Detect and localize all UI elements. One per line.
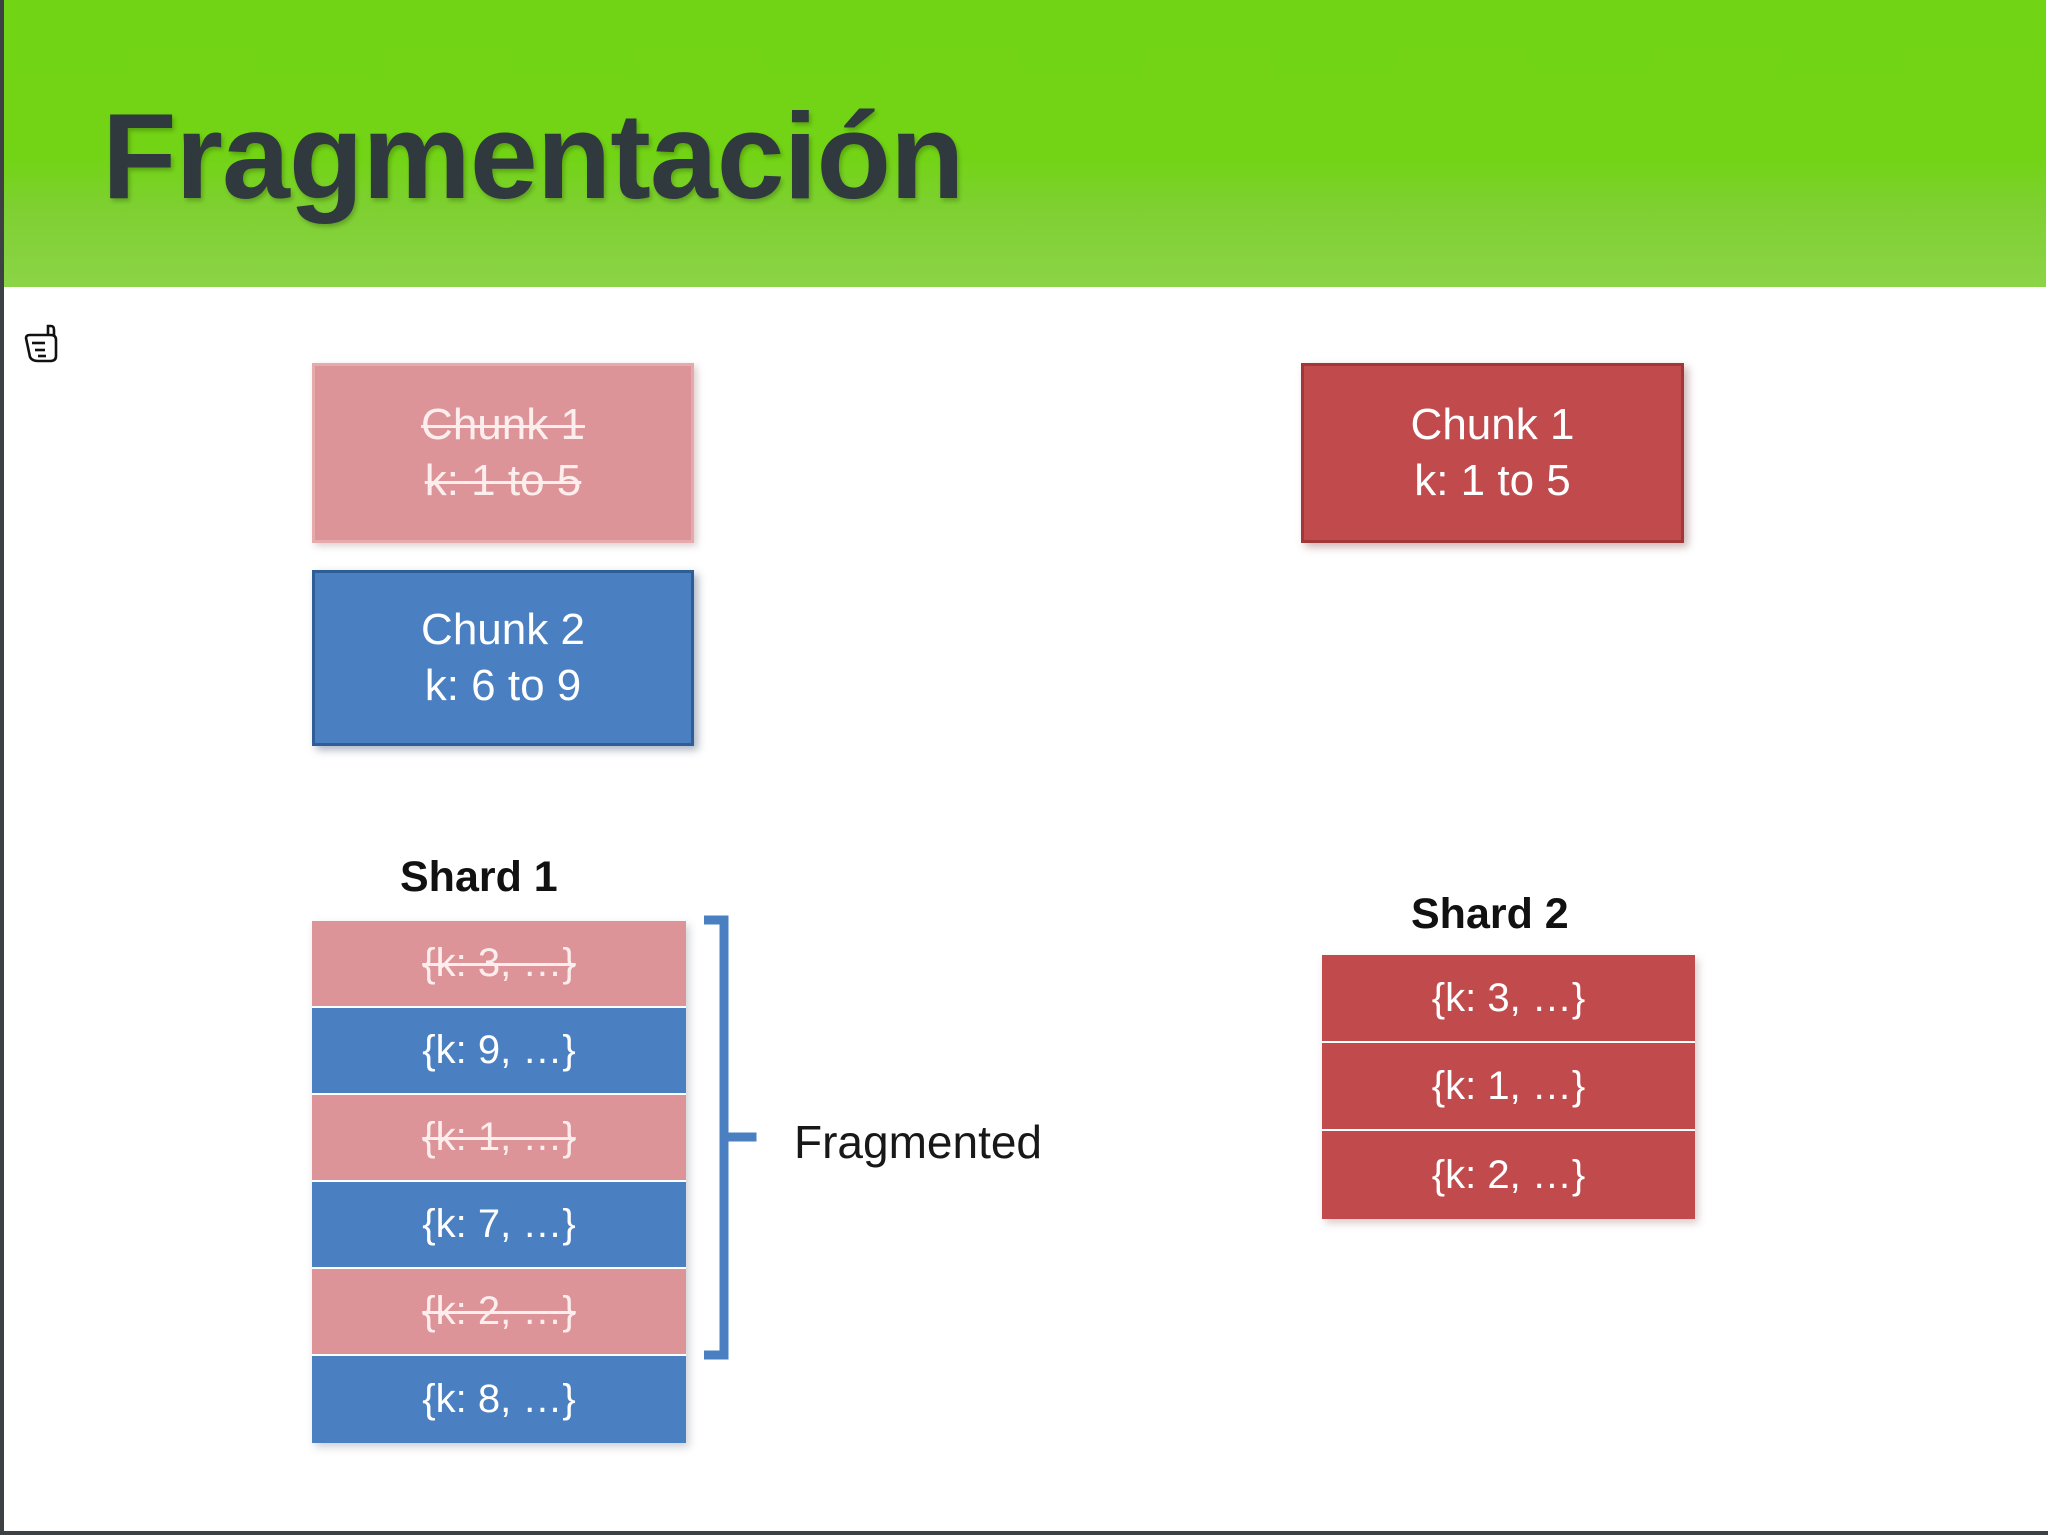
chunk-name: Chunk 2 bbox=[421, 604, 585, 654]
shard-1-title: Shard 1 bbox=[400, 853, 558, 901]
shard-document-row[interactable]: {k: 7, …} bbox=[312, 1182, 686, 1269]
chunk-card-chunk-2-left[interactable]: Chunk 2 k: 6 to 9 bbox=[312, 570, 694, 746]
chunk-card-chunk-1-left[interactable]: Chunk 1 k: 1 to 5 bbox=[312, 363, 694, 543]
chunk-range: k: 1 to 5 bbox=[1414, 456, 1571, 505]
shard-2-title: Shard 2 bbox=[1411, 890, 1569, 938]
shard-document-row[interactable]: {k: 3, …} bbox=[312, 921, 686, 1008]
shard-document-row[interactable]: {k: 9, …} bbox=[312, 1008, 686, 1095]
chunk-range: k: 1 to 5 bbox=[424, 456, 582, 505]
pointing-hand-cursor bbox=[18, 312, 82, 376]
chunk-range: k: 6 to 9 bbox=[424, 661, 582, 710]
chunk-name: Chunk 1 bbox=[1410, 399, 1575, 449]
chunk-card-chunk-1-right[interactable]: Chunk 1 k: 1 to 5 bbox=[1301, 363, 1684, 543]
shard-2-document-stack: {k: 3, …} {k: 1, …} {k: 2, …} bbox=[1322, 955, 1695, 1219]
slide-header-banner: Fragmentación bbox=[4, 0, 2046, 287]
right-brace-bracket-icon bbox=[703, 915, 764, 1360]
shard-document-row[interactable]: {k: 8, …} bbox=[312, 1356, 686, 1443]
shard-document-row[interactable]: {k: 2, …} bbox=[312, 1269, 686, 1356]
page-title: Fragmentación bbox=[102, 88, 964, 224]
chunk-name: Chunk 1 bbox=[421, 399, 585, 449]
shard-1-document-stack: {k: 3, …} {k: 9, …} {k: 1, …} {k: 7, …} … bbox=[312, 921, 686, 1443]
shard-document-row[interactable]: {k: 1, …} bbox=[312, 1095, 686, 1182]
fragmented-label: Fragmented bbox=[794, 1116, 1043, 1168]
shard-document-row[interactable]: {k: 3, …} bbox=[1322, 955, 1695, 1043]
shard-document-row[interactable]: {k: 1, …} bbox=[1322, 1043, 1695, 1131]
shard-document-row[interactable]: {k: 2, …} bbox=[1322, 1131, 1695, 1219]
